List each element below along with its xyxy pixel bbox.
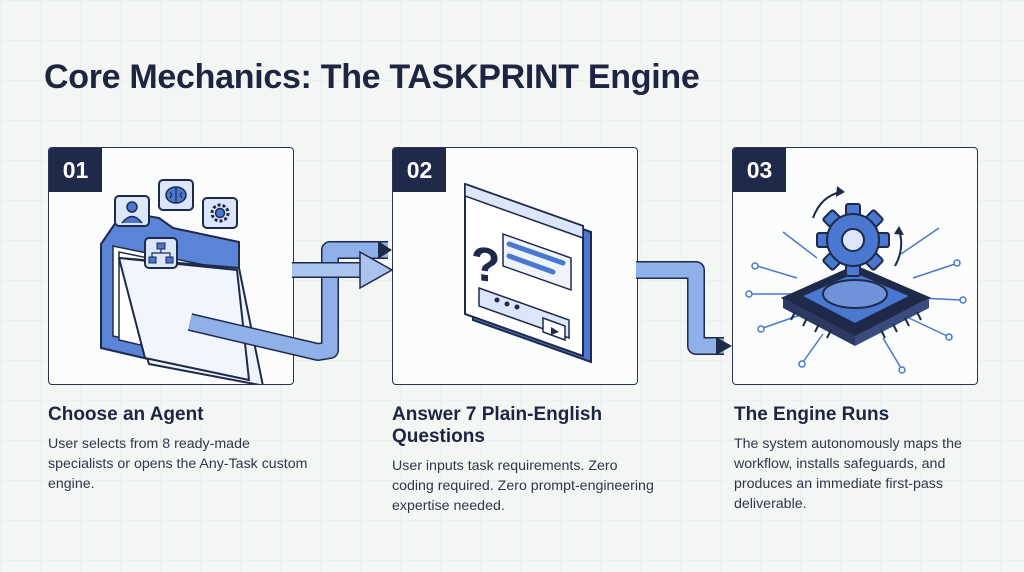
step-card-1: 01 — [48, 147, 294, 385]
step-description-1: User selects from 8 ready-made specialis… — [48, 436, 308, 492]
step-number-badge: 01 — [49, 148, 102, 192]
step-heading-1: Choose an Agent — [48, 404, 204, 425]
step-number-badge: 03 — [733, 148, 786, 192]
step-description-3: The system autonomously maps the workflo… — [734, 436, 962, 512]
step-card-2: 02 ? — [392, 147, 638, 385]
step-card-3: 03 — [732, 147, 978, 385]
step-heading-3: The Engine Runs — [734, 404, 890, 425]
step-description-2: User inputs task requirements. Zero codi… — [392, 458, 654, 514]
folder-with-agent-cards-icon — [100, 179, 264, 384]
question-form-window-icon: ? — [464, 182, 592, 364]
page-title: Core Mechanics: The TASKPRINT Engine — [44, 58, 700, 96]
gear-on-chip-icon — [745, 186, 967, 374]
step-heading-2: Answer 7 Plain-English Questions — [392, 404, 603, 447]
step-number-badge: 02 — [393, 148, 446, 192]
svg-text:?: ? — [471, 236, 500, 294]
